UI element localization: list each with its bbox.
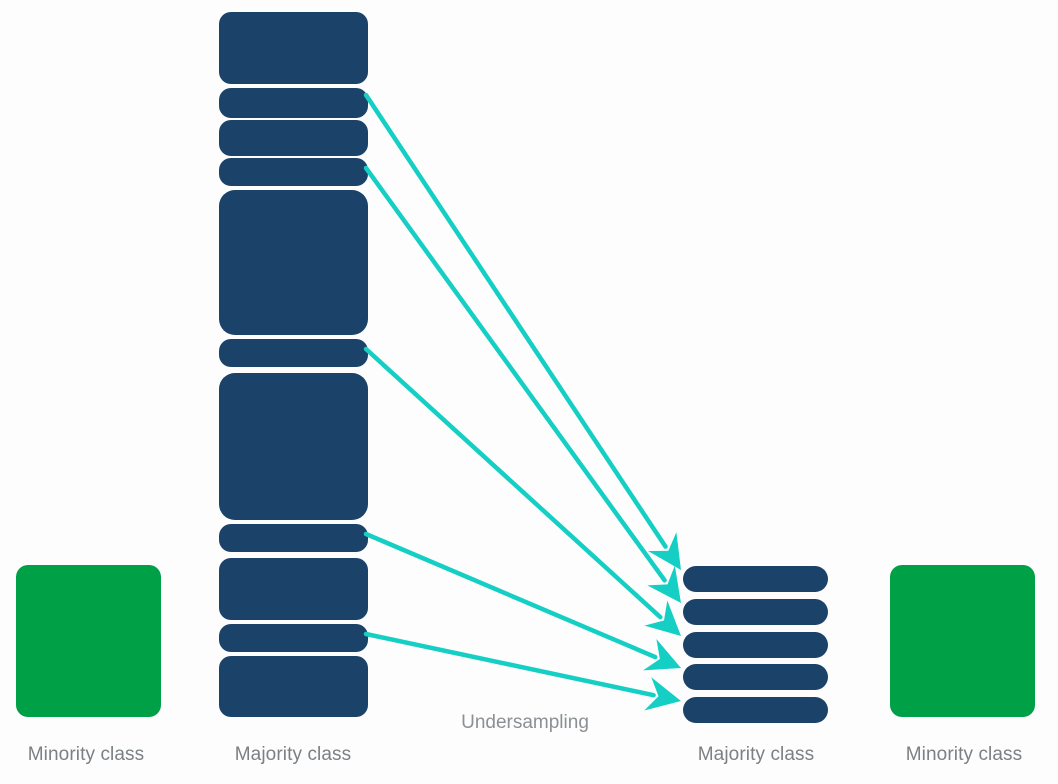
- majority-left-block-3: [219, 120, 368, 156]
- majority-left-block-5: [219, 190, 368, 335]
- arrow-4-shaft: [363, 531, 658, 660]
- arrow-2-shaft: [363, 165, 667, 583]
- arrow-4-head: [643, 639, 681, 671]
- arrow-2-head: [647, 565, 681, 603]
- arrow-2: [363, 165, 681, 603]
- majority-left-block-8: [219, 524, 368, 552]
- majority-right-block-3: [683, 632, 828, 658]
- arrow-1-shaft: [363, 92, 668, 549]
- majority-right-block-4: [683, 664, 828, 690]
- arrow-5: [363, 631, 681, 711]
- arrow-3-shaft: [363, 346, 663, 620]
- process-label-undersampling: Undersampling: [461, 712, 589, 733]
- majority-left-block-11: [219, 656, 368, 717]
- majority-left-block-9: [219, 558, 368, 620]
- caption-majority-right: Majority class: [697, 744, 815, 765]
- majority-left-block-7: [219, 373, 368, 520]
- caption-minority-right: Minority class: [905, 744, 1023, 765]
- arrow-4: [363, 531, 681, 671]
- majority-left-block-10: [219, 624, 368, 652]
- minority-left-block-1: [16, 565, 161, 717]
- arrow-3: [363, 346, 681, 636]
- majority-left-block-4: [219, 158, 368, 186]
- minority-right-block-1: [890, 565, 1035, 717]
- arrow-3-head: [644, 600, 681, 636]
- majority-right-block-2: [683, 599, 828, 625]
- majority-left-block-1: [219, 12, 368, 84]
- caption-minority-left: Minority class: [27, 744, 145, 765]
- caption-majority-left: Majority class: [234, 744, 352, 765]
- majority-right-block-1: [683, 566, 828, 592]
- arrow-1-head: [648, 532, 681, 570]
- arrow-1: [363, 92, 681, 570]
- arrow-5-head: [644, 677, 681, 711]
- arrow-5-shaft: [363, 631, 656, 698]
- majority-left-block-2: [219, 88, 368, 118]
- majority-right-block-5: [683, 697, 828, 723]
- majority-left-block-6: [219, 339, 368, 367]
